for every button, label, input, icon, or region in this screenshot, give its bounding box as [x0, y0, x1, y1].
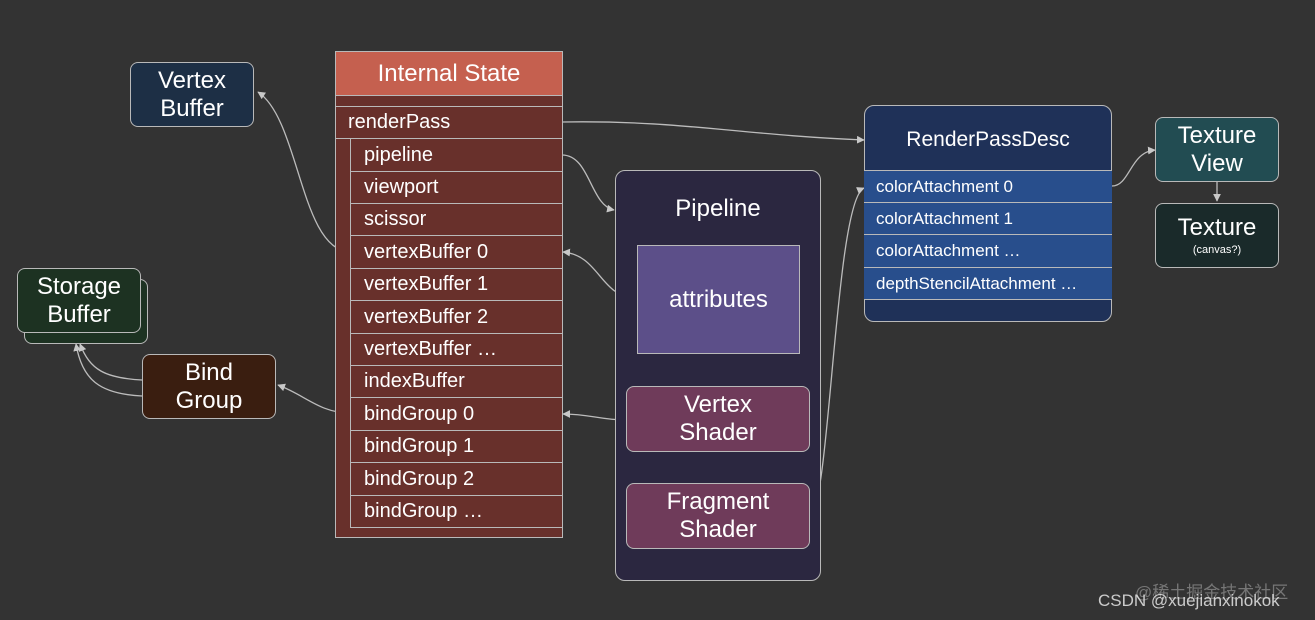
state-field-row: bindGroup …	[350, 496, 563, 528]
vertex-shader-line1: Vertex	[683, 391, 753, 419]
texture-title: Texture	[1177, 214, 1257, 242]
watermark-juejin: @稀土掘金技术社区	[1135, 583, 1289, 602]
state-field-label: vertexBuffer 2	[364, 305, 489, 328]
attributes-label: attributes	[669, 285, 768, 313]
state-field-row: vertexBuffer 1	[350, 269, 563, 301]
edge-colorattachment-to-texture-view	[1111, 146, 1156, 187]
texture-view-line1: Texture	[1177, 121, 1257, 149]
state-field-row: vertexBuffer 2	[350, 301, 563, 334]
edge-vertexbuffer-to-vertex-buffer	[257, 91, 351, 253]
renderpass-label: renderPass	[348, 111, 451, 133]
rpd-field-row: colorAttachment 1	[864, 203, 1112, 235]
rpd-field-row: depthStencilAttachment …	[864, 268, 1112, 300]
vertex-buffer-line2: Buffer	[160, 94, 224, 122]
bind-group-line2: Group	[175, 386, 243, 414]
state-field-label: viewport	[364, 176, 439, 198]
rpd-field-label: depthStencilAttachment …	[876, 273, 1078, 293]
storage-buffer-line2: Buffer	[47, 300, 111, 328]
bind-group-line1: Bind	[184, 358, 234, 386]
state-field-label: bindGroup 2	[364, 467, 475, 490]
edge-bind-group-to-storage-buffer-2	[73, 343, 143, 397]
state-field-label: vertexBuffer …	[364, 338, 498, 360]
vertex-shader-node: Vertex Shader	[626, 386, 810, 452]
state-field-row: indexBuffer	[350, 366, 563, 398]
state-field-row: bindGroup 0	[350, 398, 563, 431]
texture-view-line2: View	[1191, 149, 1243, 177]
renderpassdesc-title: RenderPassDesc	[906, 128, 1070, 151]
attributes-node: attributes	[637, 245, 800, 354]
rpd-field-label: colorAttachment …	[876, 241, 1021, 260]
edge-pipeline-field-to-pipeline	[561, 154, 615, 213]
fragment-shader-line2: Shader	[679, 516, 757, 543]
state-field-row: scissor	[350, 204, 563, 236]
state-field-row: bindGroup 2	[350, 463, 563, 496]
texture-view-node: Texture View	[1155, 117, 1279, 182]
texture-node: Texture (canvas?)	[1155, 203, 1279, 268]
vertex-buffer-line1: Vertex	[157, 66, 227, 94]
internal-state-title: Internal State	[377, 59, 521, 87]
rpd-field-label: colorAttachment 1	[876, 208, 1014, 228]
state-field-label: bindGroup 1	[364, 435, 475, 457]
state-field-row: vertexBuffer …	[350, 334, 563, 366]
edge-bind-group-to-storage-buffer-1	[78, 343, 143, 381]
storage-buffer-node: Storage Buffer	[17, 268, 141, 333]
state-field-label: pipeline	[364, 143, 433, 166]
rpd-field-label: colorAttachment 0	[876, 176, 1014, 196]
renderpass-row: renderPass	[335, 106, 563, 139]
state-field-label: bindGroup 0	[364, 402, 475, 425]
state-field-row: vertexBuffer 0	[350, 236, 563, 269]
state-field-row: viewport	[350, 172, 563, 204]
internal-state-header: Internal State	[335, 51, 563, 96]
state-field-row: bindGroup 1	[350, 431, 563, 463]
vertex-buffer-node: Vertex Buffer	[130, 62, 254, 127]
state-field-label: vertexBuffer 1	[364, 273, 489, 295]
vertex-shader-line2: Shader	[679, 419, 757, 446]
rpd-field-row: colorAttachment …	[864, 235, 1112, 268]
bind-group-node: Bind Group	[142, 354, 276, 419]
edge-renderpass-to-renderpassdesc	[561, 121, 865, 144]
state-field-label: indexBuffer	[364, 370, 465, 392]
texture-subtitle: (canvas?)	[1192, 243, 1242, 256]
watermark-csdn: CSDN @xuejianxinokok	[1098, 591, 1280, 610]
pipeline-title: Pipeline	[675, 195, 761, 222]
fragment-shader-node: Fragment Shader	[626, 483, 810, 549]
state-field-label: bindGroup …	[364, 500, 483, 522]
rpd-field-row: colorAttachment 0	[864, 170, 1112, 203]
state-field-row: pipeline	[350, 139, 563, 172]
state-field-label: scissor	[364, 208, 427, 230]
state-field-label: vertexBuffer 0	[364, 240, 489, 263]
fragment-shader-line1: Fragment	[666, 488, 770, 516]
storage-buffer-line1: Storage	[36, 272, 122, 300]
